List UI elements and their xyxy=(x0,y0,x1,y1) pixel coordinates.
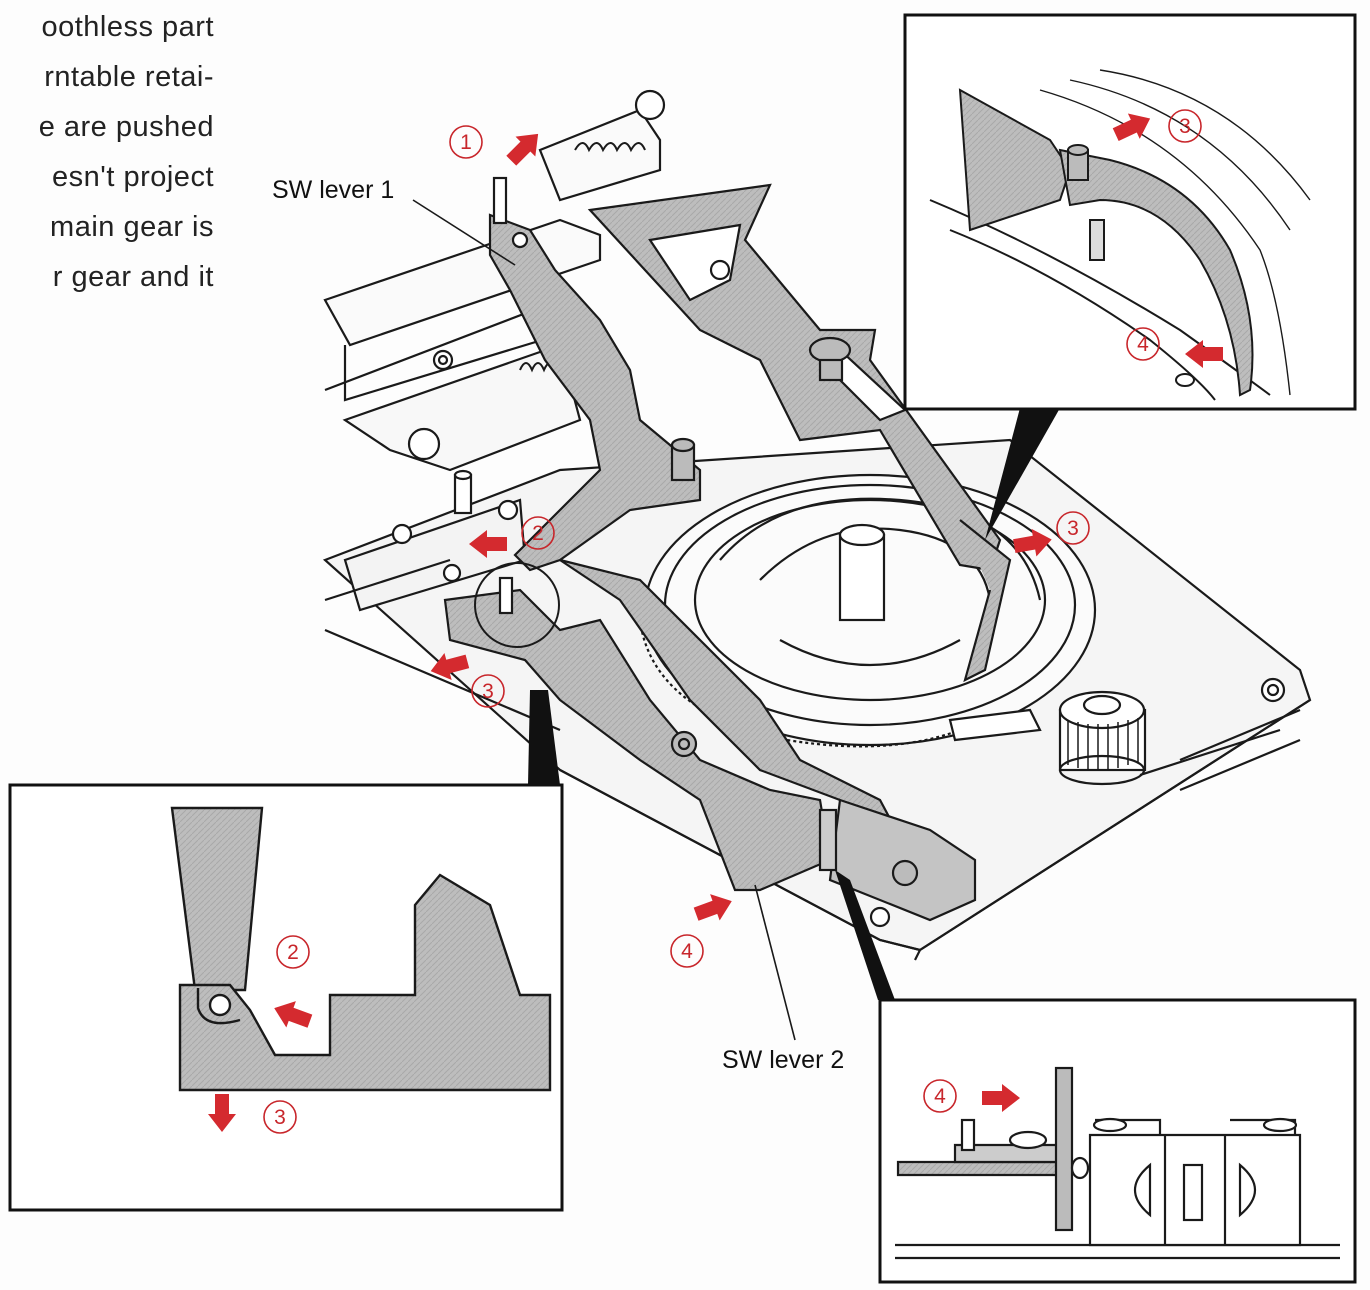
main-assembly xyxy=(322,89,1312,1041)
step-marker: 1 xyxy=(449,125,483,159)
inset-bottom-right xyxy=(878,998,1357,1284)
step-marker: 3 xyxy=(263,1100,297,1134)
inset-top-right xyxy=(903,13,1357,411)
svg-text:1: 1 xyxy=(460,131,472,154)
top-spring xyxy=(574,142,646,153)
spring-bracket xyxy=(538,108,662,202)
step-marker: 2 xyxy=(521,516,555,550)
svg-text:3: 3 xyxy=(1067,517,1079,540)
step-marker: 4 xyxy=(1126,327,1160,361)
step-marker: 4 xyxy=(923,1079,957,1113)
svg-text:4: 4 xyxy=(934,1085,946,1108)
inset-left xyxy=(8,783,564,1212)
svg-text:2: 2 xyxy=(532,522,544,545)
switch-block xyxy=(828,798,977,922)
sw-lever-1-label: SW lever 1 xyxy=(272,176,395,204)
step-marker: 2 xyxy=(276,935,310,969)
step-marker: 4 xyxy=(670,934,704,968)
intro-line: main gear is xyxy=(50,211,214,243)
motor-gear xyxy=(1058,690,1147,786)
intro-line: oothless part xyxy=(41,11,214,43)
intro-line: esn't project xyxy=(52,161,214,193)
sw-lever-1 xyxy=(488,213,702,572)
inset-switch-pin xyxy=(1054,1066,1074,1232)
right-arrow-icon xyxy=(691,888,737,928)
callout-left xyxy=(528,690,560,785)
inset-slide-plate xyxy=(896,1160,1072,1177)
sw-lever-2-label: SW lever 2 xyxy=(722,1046,845,1074)
step-markers: 1 2 3 3 4 3 4 2 3 4 xyxy=(263,109,1202,1134)
svg-text:3: 3 xyxy=(482,680,494,703)
callout-bottom-right xyxy=(835,870,895,1000)
svg-text:2: 2 xyxy=(287,941,299,964)
svg-text:3: 3 xyxy=(1179,115,1191,138)
intro-line: e are pushed xyxy=(38,111,214,143)
svg-text:4: 4 xyxy=(1137,333,1149,356)
step-marker: 3 xyxy=(1168,109,1202,143)
svg-text:3: 3 xyxy=(274,1106,286,1129)
intro-line: r gear and it xyxy=(52,261,214,293)
detail-circle xyxy=(474,562,560,648)
intro-paragraph: oothless part rntable retai- e are pushe… xyxy=(0,2,214,302)
callout-top-right xyxy=(985,408,1060,540)
right-arrow-icon xyxy=(501,123,549,171)
step-marker: 3 xyxy=(1056,511,1090,545)
inset-lever-arm xyxy=(170,806,264,992)
step-marker: 3 xyxy=(471,674,505,708)
svg-text:4: 4 xyxy=(681,940,693,963)
inset-gear-tooth xyxy=(178,873,552,1092)
intro-line: rntable retai- xyxy=(44,61,214,93)
